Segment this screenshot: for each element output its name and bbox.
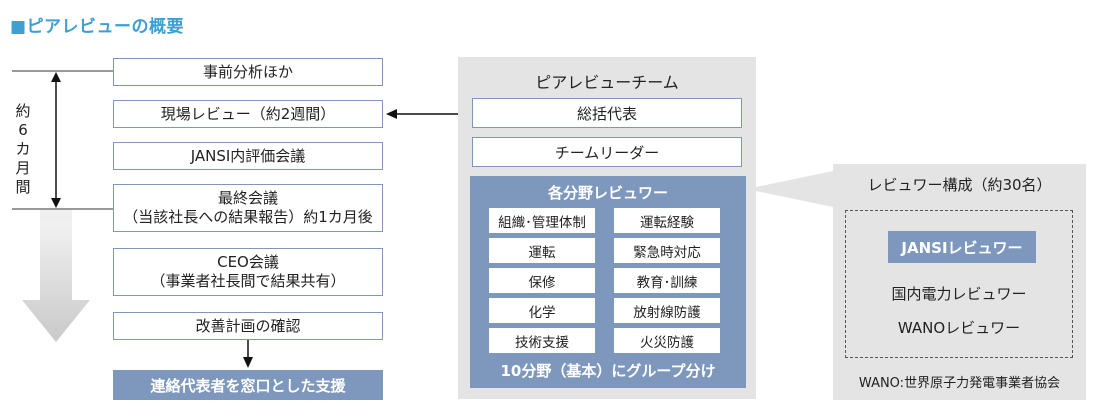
duration-label: 約 6 カ 月 間 [15,102,31,196]
composition-title: レビュワー構成（約30名） [867,176,1052,194]
field-item: 運転 [489,238,595,263]
reviewer-composition-box: レビュワー構成（約30名） JANSIレビュワー 国内電力レビュワー WANOレ… [833,164,1086,400]
field-item: 技術支援 [489,328,595,353]
field-item: 火災防護 [614,328,720,353]
step-pre-analysis: 事前分析ほか [113,58,383,86]
peer-review-team-panel: ピアレビューチーム 総括代表 チームリーダー 各分野レビュワー 組織･管理体制 … [458,57,756,399]
field-reviewers-box: 各分野レビュワー 組織･管理体制 運転経験 運転 緊急時対応 保修 教育･訓練 … [470,176,746,388]
field-item: 保修 [489,268,595,293]
step-improvement-plan: 改善計画の確認 [113,312,383,340]
team-title: ピアレビューチーム [535,73,679,92]
process-flow-arrow [22,220,90,342]
step-onsite-review: 現場レビュー（約2週間） [113,100,383,128]
callout-pointer [746,171,833,207]
page-title: ■ピアレビューの概要 [10,17,185,37]
team-lead-box: 総括代表 [472,98,742,128]
field-item: 放射線防護 [614,298,720,323]
reviewer-sources: JANSIレビュワー 国内電力レビュワー WANOレビュワー [845,210,1073,358]
step-support: 連絡代表者を窓口とした支援 [113,370,383,400]
field-reviewers-title: 各分野レビュワー [547,184,668,202]
field-item: 緊急時対応 [614,238,720,263]
jansi-reviewer-badge: JANSIレビュワー [888,231,1036,263]
field-item: 化学 [489,298,595,323]
field-item: 運転経験 [614,208,720,233]
domestic-reviewer-label: 国内電力レビュワー [891,285,1027,303]
wano-reviewer-label: WANOレビュワー [897,319,1021,337]
step-ceo-meeting: CEO会議 （事業者社長間で結果共有） [113,248,383,296]
team-leader-box: チームリーダー [472,137,742,167]
step-final-meeting: 最終会議 （当該社長への結果報告）約1カ月後 [113,184,383,232]
field-item: 教育･訓練 [614,268,720,293]
field-grouping-note: 10分野（基本）にグループ分け [500,362,716,380]
wano-footnote: WANO:世界原子力発電事業者協会 [858,376,1061,391]
field-item: 組織･管理体制 [489,208,595,233]
step-evaluation-meeting: JANSI内評価会議 [113,142,383,170]
